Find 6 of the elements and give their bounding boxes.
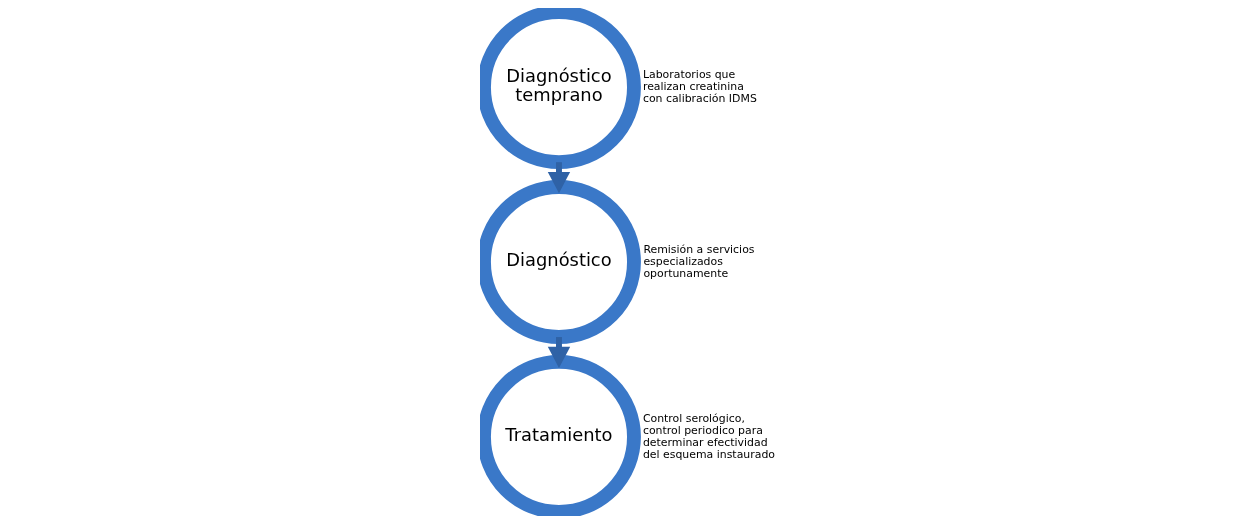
node-circle: Diagnóstico xyxy=(480,180,641,344)
node-label: Remisión a servicios especializados oportunamente xyxy=(643,242,755,280)
node-circle: Diagnóstico temprano xyxy=(480,8,641,170)
node-label: Laboratorios que realizan creatinina con calibración IDMS xyxy=(642,68,757,105)
node-label: Control serológico, control periodico para determinar efectividad del esquema instaurado xyxy=(642,411,776,461)
node-circle: Tratamiento xyxy=(480,354,641,516)
